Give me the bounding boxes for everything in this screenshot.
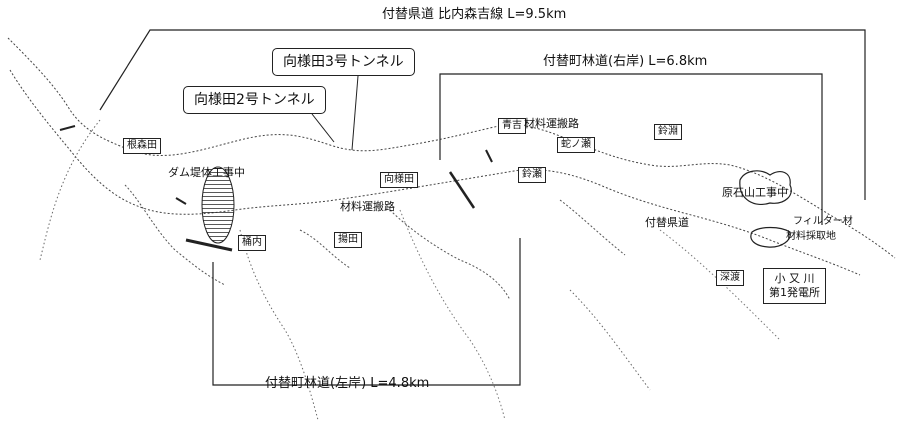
- filter-label: フィルター材: [793, 216, 853, 227]
- route-bracket-forest-right: [439, 73, 823, 225]
- dam-crest: [185, 238, 233, 252]
- material-road-label-2: 材料運搬路: [340, 200, 395, 213]
- collection-label: 材料採取地: [786, 231, 836, 242]
- tunnel-3-callout: 向様田3号トンネル: [272, 48, 415, 76]
- place-suzubuchi: 鈴淵: [654, 124, 682, 140]
- dam-body: [201, 166, 235, 244]
- quarry-label: 原石山工事中: [722, 186, 788, 199]
- route-label-prefectural: 付替県道 比内森吉線 L=9.5km: [382, 7, 567, 22]
- terrain-line-1: [39, 119, 651, 421]
- bridge-mark-4: [175, 197, 187, 205]
- material-road-label-1: 材料運搬路: [524, 117, 579, 130]
- callout-leader-tunnel-3: [351, 75, 359, 151]
- place-hebinose: 蛇ノ瀬: [557, 137, 595, 153]
- river-bank-lower: [9, 69, 861, 276]
- tunnel-2-callout: 向様田2号トンネル: [183, 86, 326, 114]
- bridge-mark-3: [485, 149, 493, 163]
- dam-work-label: ダム堤体工事中: [168, 166, 245, 179]
- pref-road-label: 付替県道: [645, 216, 689, 229]
- route-bracket-prefectural: [99, 29, 866, 200]
- route-label-forest-right: 付替町林道(右岸) L=6.8km: [543, 54, 708, 69]
- terrain-line-2: [399, 209, 781, 421]
- place-zenda: 揚田: [334, 232, 362, 248]
- power-station-box: 小 又 川 第1発電所: [763, 268, 826, 304]
- place-fukabuchi: 深渡: [716, 270, 744, 286]
- quarry-area: [739, 170, 792, 205]
- collection-area: [750, 226, 791, 248]
- route-bracket-forest-left: [212, 238, 521, 386]
- place-aoyoshi: 青吉: [498, 118, 526, 134]
- power-station-sub: 第1発電所: [769, 285, 820, 299]
- place-nezomori: 根森田: [123, 138, 161, 154]
- bridge-mark-2: [59, 125, 76, 131]
- place-hiuchi: 桶内: [238, 235, 266, 251]
- callout-leader-tunnel-2: [311, 113, 335, 143]
- place-mukaiyoda: 向様田: [380, 172, 418, 188]
- route-label-forest-left: 付替町林道(左岸) L=4.8km: [265, 376, 430, 391]
- bridge-mark-1: [448, 171, 476, 209]
- power-station-name: 小 又 川: [774, 272, 815, 285]
- place-suzuse: 鈴瀬: [518, 167, 546, 183]
